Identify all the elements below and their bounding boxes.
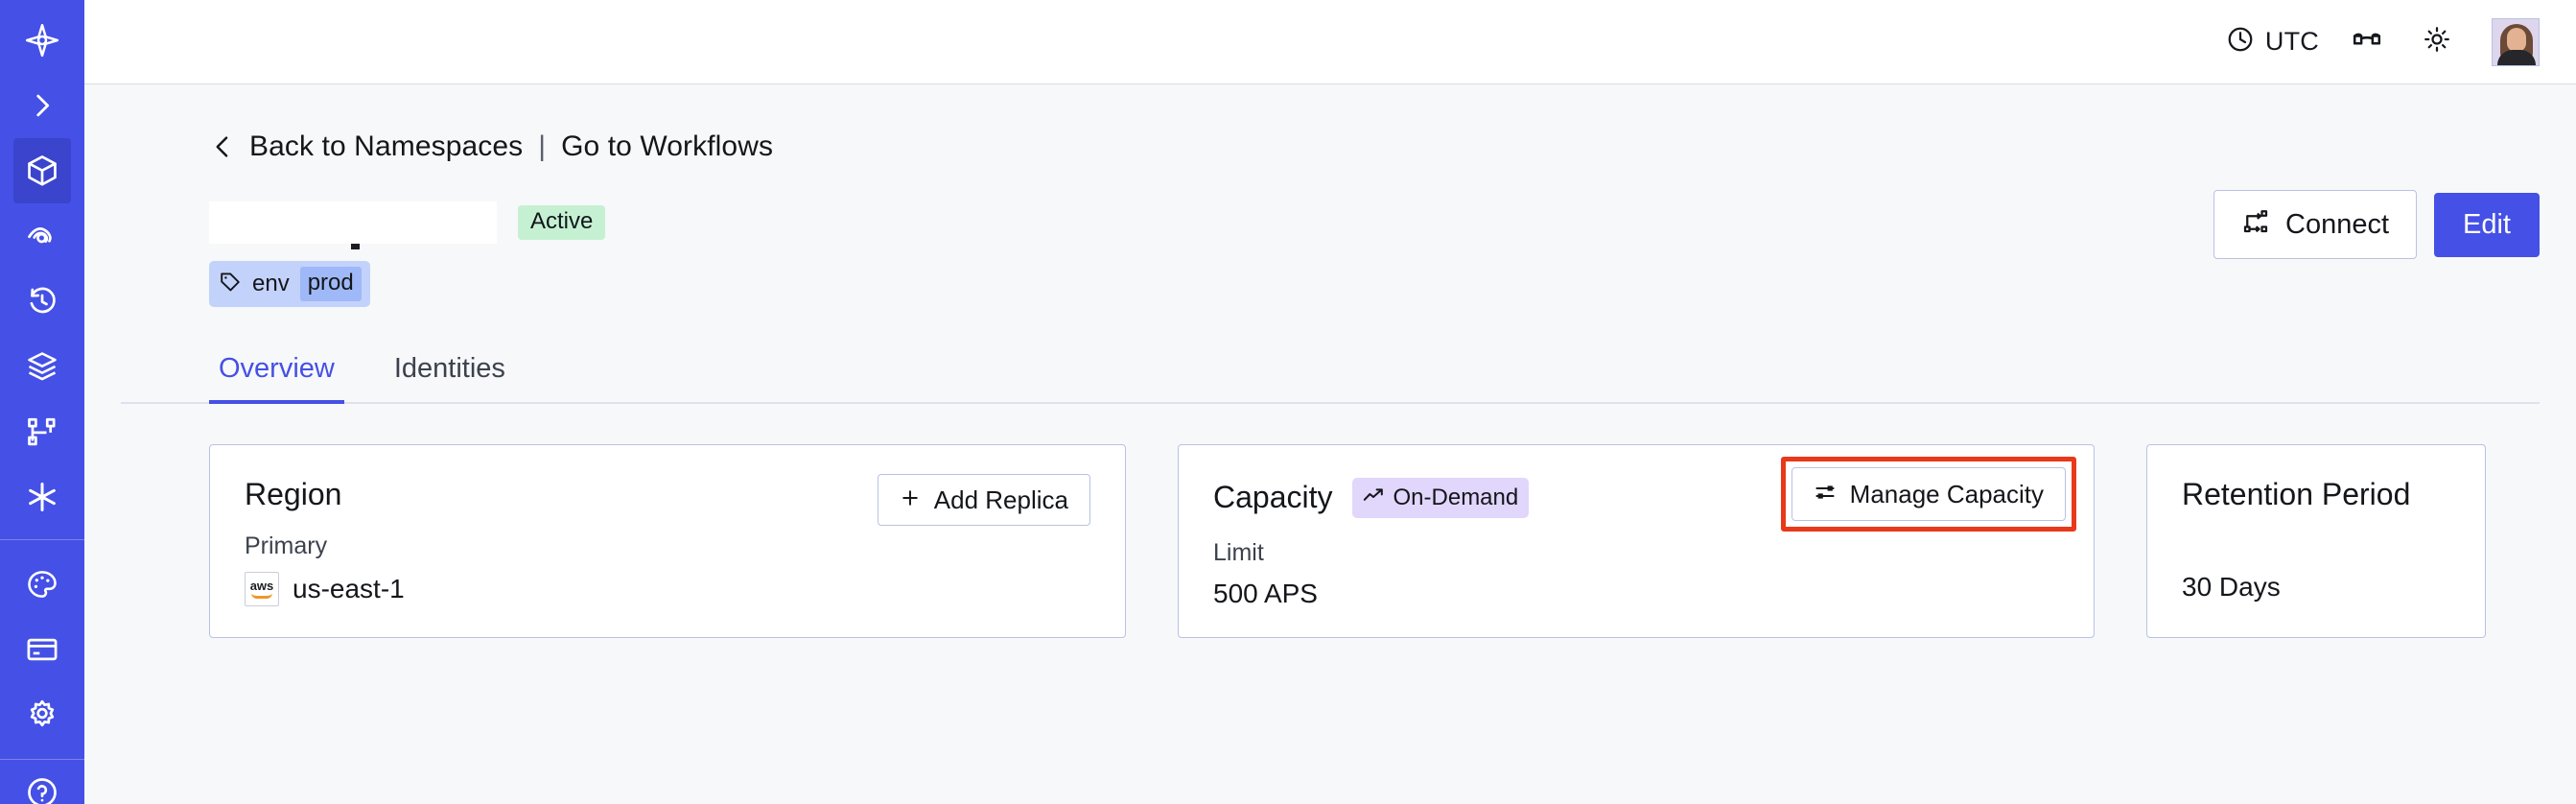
layers-icon (25, 349, 59, 384)
sidebar-item-settings[interactable] (13, 682, 71, 747)
sidebar-item-usage[interactable] (13, 552, 71, 617)
topbar: UTC (84, 0, 2576, 84)
edit-button[interactable]: Edit (2434, 192, 2540, 257)
tag-value: prod (299, 267, 362, 301)
breadcrumb-back-link[interactable]: Back to Namespaces (249, 130, 524, 162)
retention-card: Retention Period 30 Days (2146, 444, 2486, 638)
retention-value: 30 Days (2182, 572, 2281, 603)
page-header-actions: Connect Edit (2213, 190, 2540, 259)
capacity-mode-label: On-Demand (1393, 484, 1519, 510)
sidebar-item-expand-sidebar[interactable] (13, 73, 71, 138)
chevron-left-icon[interactable] (209, 130, 236, 163)
trending-up-icon (1362, 484, 1385, 511)
reading-mode-button[interactable] (2334, 18, 2400, 65)
workflow-nodes-icon (25, 414, 59, 449)
add-replica-button[interactable]: Add Replica (877, 474, 1090, 526)
page-header-row: Active (121, 190, 2540, 259)
region-card-title: Region (245, 477, 342, 511)
sidebar-divider-2 (0, 759, 84, 760)
gear-icon (25, 698, 59, 732)
retention-spacer (2182, 532, 2450, 560)
region-value: us-east-1 (293, 574, 405, 604)
tag-icon (219, 271, 242, 298)
sliders-icon (1814, 481, 1837, 508)
aws-swoosh (251, 593, 272, 600)
capacity-limit-label: Limit (1213, 539, 1264, 566)
temporal-logo-icon (23, 21, 61, 59)
retention-card-header: Retention Period (2182, 477, 2450, 511)
glasses-icon (2352, 24, 2382, 59)
region-primary-label: Primary (245, 532, 328, 560)
theme-toggle-button[interactable] (2405, 19, 2469, 64)
avatar-face (2507, 27, 2526, 52)
chevron-right-icon (26, 89, 59, 122)
tab-identities[interactable]: Identities (393, 353, 505, 384)
timezone-label: UTC (2264, 27, 2319, 56)
tab-overview[interactable]: Overview (209, 353, 344, 404)
page-title (209, 201, 497, 249)
aws-logo-text: aws (249, 579, 274, 594)
connect-icon (2241, 207, 2270, 242)
aws-logo-icon: aws (245, 572, 279, 607)
tag-chip-env[interactable]: env prod (209, 261, 370, 307)
topbar-actions: UTC (2216, 17, 2540, 66)
manage-capacity-label: Manage Capacity (1849, 480, 2044, 508)
content-area: UTC (84, 0, 2576, 804)
sidebar-item-workflows[interactable] (13, 399, 71, 464)
connect-button[interactable]: Connect (2213, 190, 2418, 259)
region-card: Region Add Replica Primary aws (209, 444, 1126, 638)
sidebar-item-billing[interactable] (13, 617, 71, 682)
credit-card-icon (25, 632, 59, 667)
asterisk-icon (24, 479, 60, 515)
breadcrumb-separator: | (538, 130, 547, 162)
manage-capacity-highlight: Manage Capacity (1780, 457, 2076, 532)
overview-cards: Region Add Replica Primary aws (121, 444, 2540, 638)
user-avatar[interactable] (2492, 17, 2540, 66)
tab-bar: Overview Identities (121, 353, 2540, 404)
history-clock-icon (25, 284, 59, 319)
breadcrumb: Back to Namespaces | Go to Workflows (121, 84, 2540, 163)
sidebar-item-nexus[interactable] (13, 464, 71, 530)
retention-card-title: Retention Period (2182, 477, 2411, 511)
capacity-limit-value: 500 APS (1213, 579, 1318, 608)
timezone-selector[interactable]: UTC (2216, 19, 2329, 64)
main-content: Back to Namespaces | Go to Workflows Act… (84, 84, 2576, 804)
status-badge: Active (518, 205, 606, 240)
help-circle-icon (25, 775, 59, 804)
sidebar-item-schedules[interactable] (13, 269, 71, 334)
sidebar-item-observability[interactable] (13, 203, 71, 269)
plus-icon (900, 487, 921, 512)
capacity-card: Capacity On-Demand (1178, 444, 2095, 638)
add-replica-label: Add Replica (933, 485, 1068, 514)
manage-capacity-button[interactable]: Manage Capacity (1791, 467, 2066, 521)
tag-key: env (252, 271, 290, 296)
sidebar (0, 0, 84, 804)
capacity-card-header: Capacity On-Demand (1213, 478, 2059, 518)
sidebar-item-namespaces[interactable] (13, 138, 71, 203)
region-value-row: aws us-east-1 (245, 572, 1090, 607)
connect-button-label: Connect (2285, 208, 2390, 240)
sidebar-item-help[interactable] (13, 760, 71, 804)
region-card-header: Region (245, 477, 1090, 511)
avatar-body (2497, 49, 2536, 65)
breadcrumb-workflows-link[interactable]: Go to Workflows (561, 130, 774, 162)
capacity-card-title: Capacity (1213, 480, 1333, 515)
palette-icon (25, 567, 59, 602)
sidebar-item-workers[interactable] (13, 334, 71, 399)
sun-icon (2423, 25, 2451, 59)
cube-icon (24, 153, 60, 189)
edit-button-label: Edit (2463, 208, 2511, 240)
clock-icon (2226, 25, 2255, 59)
eye-icon (25, 219, 59, 253)
sidebar-brand-logo[interactable] (13, 8, 71, 73)
capacity-mode-badge: On-Demand (1351, 478, 1530, 518)
sidebar-divider-1 (0, 539, 84, 540)
namespace-tags: env prod (121, 261, 2540, 307)
